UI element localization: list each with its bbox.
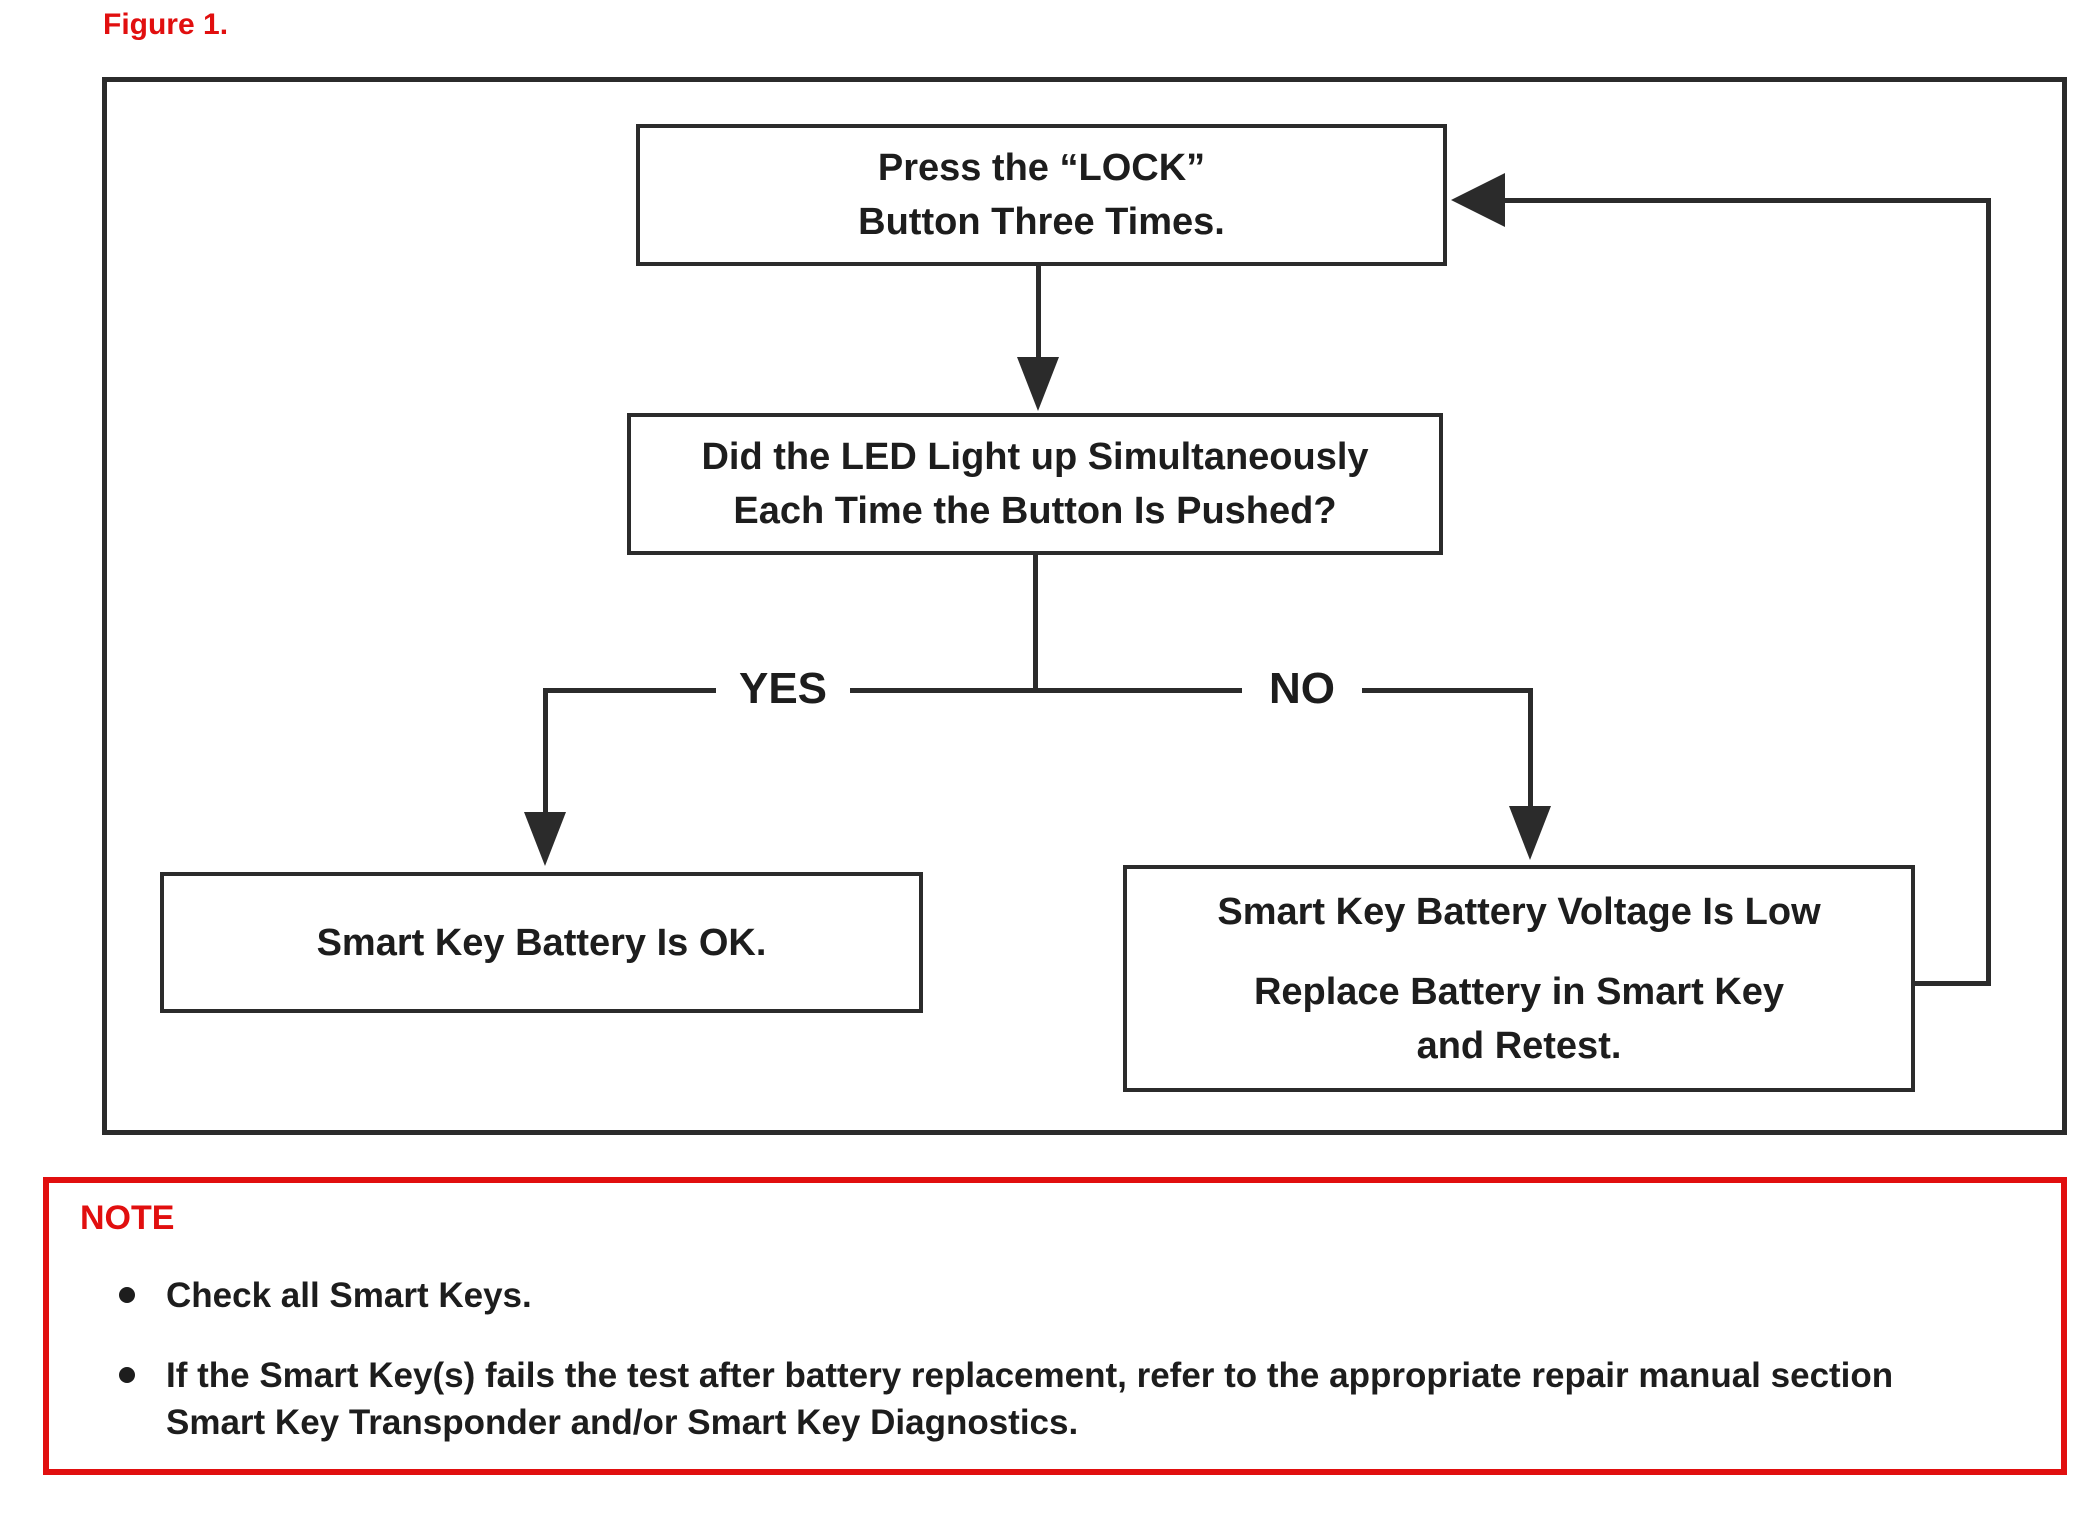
list-item: Check all Smart Keys. — [49, 1272, 2061, 1319]
node-text-line: Smart Key Battery Voltage Is Low — [1217, 890, 1821, 933]
note-bullet-text: If the Smart Key(s) fails the test after… — [166, 1356, 1894, 1442]
node-text-line: Button Three Times. — [858, 201, 1225, 243]
note-title: NOTE — [80, 1199, 175, 1237]
figure-title: Figure 1. — [103, 8, 229, 41]
branch-label-yes: YES — [716, 658, 850, 720]
node-text-line: Smart Key Battery Is OK. — [316, 921, 767, 964]
flowchart-node-battery-low: Smart Key Battery Voltage Is Low Replace… — [1123, 865, 1915, 1092]
node-text-line: and Retest. — [1416, 1024, 1622, 1067]
arrow-down-icon — [1017, 357, 1059, 411]
branch-label-no: NO — [1242, 658, 1362, 720]
bullet-icon — [119, 1367, 135, 1383]
note-callout: NOTE Check all Smart Keys. If the Smart … — [43, 1177, 2067, 1475]
node-text-line: Replace Battery in Smart Key — [1253, 970, 1785, 1013]
node-text-line: Did the LED Light up Simultaneously — [701, 436, 1369, 478]
connector-yes-drop — [543, 688, 548, 814]
arrow-down-icon — [524, 812, 566, 866]
bullet-icon — [119, 1287, 135, 1303]
note-bullet-text: Check all Smart Keys. — [166, 1276, 532, 1315]
arrow-left-icon — [1451, 173, 1505, 227]
connector-decision-to-branch — [1033, 555, 1038, 693]
arrow-down-icon — [1509, 806, 1551, 860]
connector-step1-to-decision — [1036, 266, 1041, 362]
flowchart-node-led-decision: Did the LED Light up Simultaneously Each… — [627, 413, 1443, 555]
connector-no-drop — [1528, 688, 1533, 808]
node-text-line: Each Time the Button Is Pushed? — [733, 490, 1337, 532]
list-item: If the Smart Key(s) fails the test after… — [49, 1352, 2061, 1446]
feedback-line-stub — [1915, 981, 1991, 986]
flowchart-node-battery-ok: Smart Key Battery Is OK. — [160, 872, 923, 1013]
node-text-line: Press the “LOCK” — [877, 147, 1206, 189]
feedback-line-horizontal — [1505, 198, 1991, 203]
flowchart-node-press-lock: Press the “LOCK” Button Three Times. — [636, 124, 1447, 266]
note-list: Check all Smart Keys. If the Smart Key(s… — [49, 1272, 2061, 1446]
branch-horizontal-line — [543, 688, 1533, 693]
feedback-line-vertical — [1986, 198, 1991, 986]
